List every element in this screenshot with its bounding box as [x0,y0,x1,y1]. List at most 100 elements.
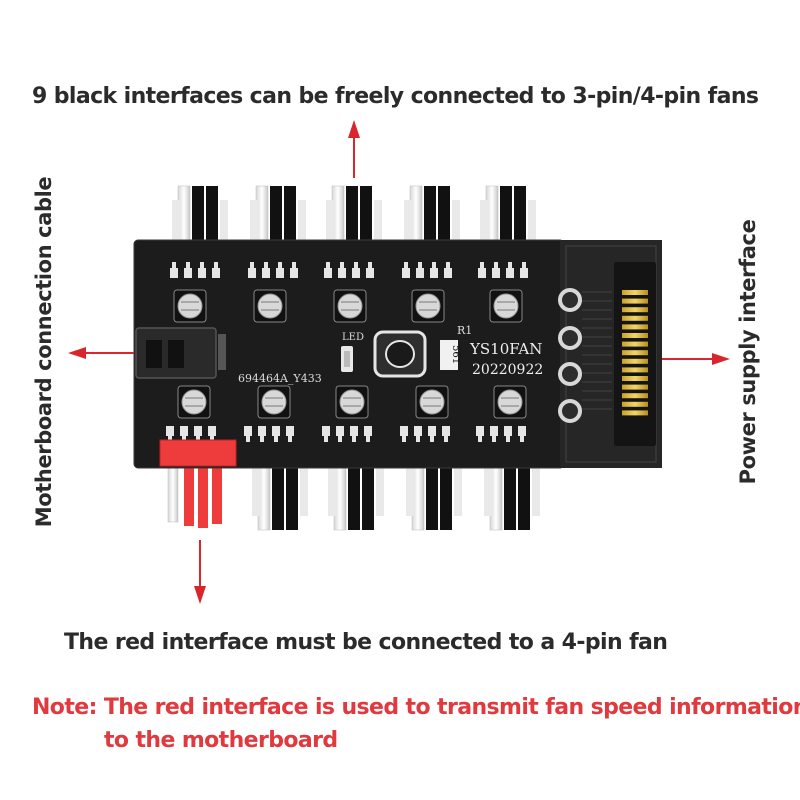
pin-pad [478,268,486,278]
pin-pad [366,268,374,278]
pin-pad-lead [352,436,356,442]
capacitor-can [257,293,283,319]
top-connector-pin [206,186,218,244]
pin-pad-lead [186,262,190,268]
bottom-connector-pin [504,466,516,530]
resistor [440,340,458,370]
pin-pad [208,426,216,436]
pin-pad [276,268,284,278]
pin-pad-lead [260,436,264,442]
sata-pin [622,384,648,390]
sata-pin [622,358,648,364]
pin-pad-lead [444,436,448,442]
capacitor-can [419,389,445,415]
solder-pad [558,288,582,312]
capacitor-can [337,293,363,319]
mounting-hole [385,340,415,368]
bottom-caption: The red interface must be connected to a… [64,630,668,655]
arrow-down [194,540,206,604]
pin-pad-lead [402,436,406,442]
capacitor-can [339,389,365,415]
sata-pin [622,290,648,295]
bottom-connector-wall [454,466,462,516]
pin-pad [428,426,436,436]
pin-pad [194,426,202,436]
board-date: 20220922 [472,362,543,378]
top-connector-pin [284,186,296,244]
pin-pad-lead [168,436,172,442]
sata-pin [622,350,648,356]
bottom-connector-pin [518,466,530,530]
red-connector-pin [184,466,194,526]
pin-pad-lead [274,436,278,442]
pin-pad [338,268,346,278]
header-slot [146,340,162,368]
sata-pin [622,324,648,330]
pin-pad [290,268,298,278]
bottom-connector-pin [440,466,452,530]
pin-pad [286,426,294,436]
pin-pad [364,426,372,436]
sata-pin [622,307,648,313]
pin-pad [350,426,358,436]
sata-pin [622,393,648,399]
note-line-2: to the motherboard [104,728,338,753]
pin-pad-lead [492,436,496,442]
pin-pad-lead [182,436,186,442]
pin-pad [402,268,410,278]
pin-pad [198,268,206,278]
pin-pad-lead [404,262,408,268]
sata-pin [622,333,648,338]
pin-pad [414,426,422,436]
pin-pad-lead [172,262,176,268]
pin-pad-lead [338,436,342,442]
capacitor-can [177,293,203,319]
solder-pad [558,399,582,423]
pin-pad [212,268,220,278]
pin-pad [520,268,528,278]
sata-pin [622,315,648,321]
top-connector-pin [500,186,512,244]
top-connector-wall [452,200,460,244]
pin-pad [400,426,408,436]
bottom-connector-pin [286,466,298,530]
pin-pad-lead [340,262,344,268]
pin-pad-lead [200,262,204,268]
top-connector-wall [220,200,228,244]
bottom-connector-pin [272,466,284,530]
bottom-connector-pin [362,466,374,530]
pin-pad-lead [432,262,436,268]
pin-pad [490,426,498,436]
top-connector-wall [172,200,180,244]
pin-pad-lead [366,436,370,442]
pin-pad-lead [214,262,218,268]
pin-pad-lead [196,436,200,442]
pin-pad [492,268,500,278]
top-connector-wall [480,200,488,244]
pin-pad-lead [288,436,292,442]
bottom-connector-wall [376,466,384,516]
pin-pad [506,268,514,278]
pin-pad-lead [324,436,328,442]
pin-pad [352,268,360,278]
top-connector-pin [438,186,450,244]
pin-pad [244,426,252,436]
pin-pad-lead [478,436,482,442]
pin-pads-bottom-row [166,426,526,442]
pin-pad-lead [520,436,524,442]
red-connector-pin [212,466,222,524]
bottom-connector-pin [348,466,360,530]
pin-pad-lead [354,262,358,268]
bottom-connector-pin [426,466,438,530]
capacitor-can [181,389,207,415]
top-caption: 9 black interfaces can be freely connect… [32,84,759,109]
resistor-value: 561 [450,345,461,364]
pin-pad-lead [368,262,372,268]
pin-pad [248,268,256,278]
capacitor-can [415,293,441,319]
pin-pad [170,268,178,278]
pin-pad-lead [250,262,254,268]
sata-pin [622,410,648,416]
pin-pad [322,426,330,436]
